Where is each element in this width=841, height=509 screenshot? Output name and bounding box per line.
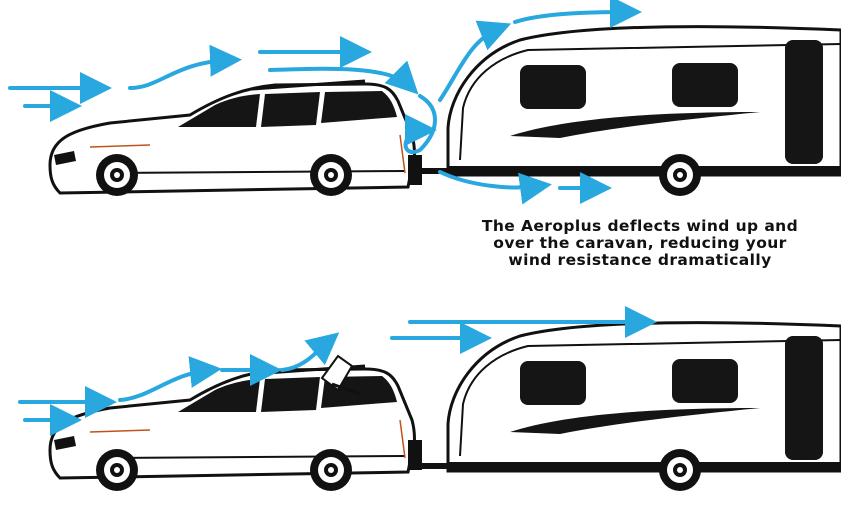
car-front-wheel-bottom: [96, 449, 138, 491]
car-front-wheel-top: [96, 154, 138, 196]
airflow-arrow-icon: [515, 12, 630, 22]
diagram-caption: The Aeroplus deflects wind up and over t…: [405, 218, 841, 269]
caravan-wheel-bottom: [659, 449, 701, 491]
airflow-arrow-icon: [282, 340, 330, 370]
caravan-wheel-top: [659, 154, 701, 196]
car-rear-wheel-top: [310, 154, 352, 196]
caravan-bottom: [448, 323, 841, 472]
airflow-arrow-icon: [130, 60, 230, 88]
scene-with-deflector: [20, 322, 841, 491]
caption-line-2: over the caravan, reducing your: [405, 235, 841, 252]
caption-line-3: wind resistance dramatically: [405, 252, 841, 269]
caption-line-1: The Aeroplus deflects wind up and: [405, 218, 841, 235]
scene-without-deflector: [10, 12, 841, 196]
caravan-top: [448, 27, 841, 176]
car-rear-wheel-bottom: [310, 449, 352, 491]
